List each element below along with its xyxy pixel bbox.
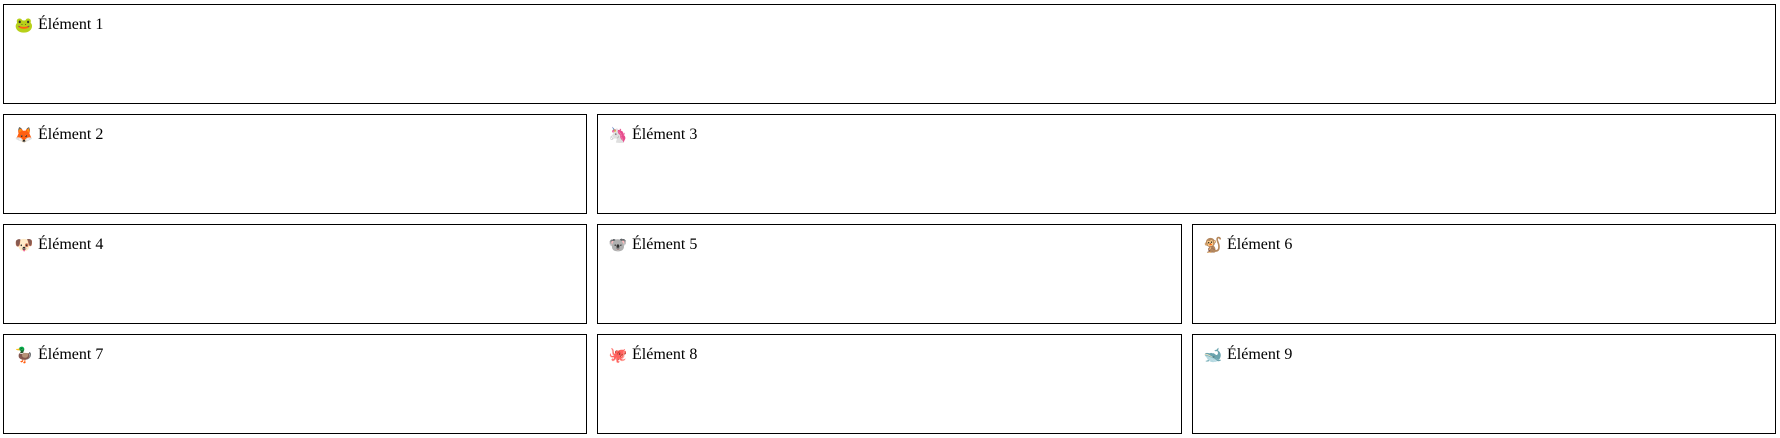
element-card-header: 🦆 Élément 7 — [14, 345, 104, 365]
unicorn-icon: 🦄 — [608, 126, 628, 144]
element-card-8: 🐙 Élément 8 — [597, 334, 1182, 434]
element-label: Élément 4 — [38, 236, 104, 253]
element-card-header: 🦊 Élément 2 — [14, 125, 104, 145]
duck-icon: 🦆 — [14, 346, 34, 364]
element-card-1: 🐸 Élément 1 — [3, 4, 1776, 104]
element-card-7: 🦆 Élément 7 — [3, 334, 587, 434]
dog-icon: 🐶 — [14, 236, 34, 254]
element-card-2: 🦊 Élément 2 — [3, 114, 587, 214]
element-label: Élément 2 — [38, 126, 104, 143]
element-label: Élément 7 — [38, 346, 104, 363]
element-card-3: 🦄 Élément 3 — [597, 114, 1776, 214]
monkey-icon: 🐒 — [1203, 236, 1223, 254]
element-card-header: 🦄 Élément 3 — [608, 125, 698, 145]
element-card-header: 🐸 Élément 1 — [14, 15, 104, 35]
element-label: Élément 9 — [1227, 346, 1293, 363]
element-label: Élément 5 — [632, 236, 698, 253]
element-label: Élément 1 — [38, 16, 104, 33]
element-card-header: 🐨 Élément 5 — [608, 235, 698, 255]
element-label: Élément 8 — [632, 346, 698, 363]
element-card-5: 🐨 Élément 5 — [597, 224, 1182, 324]
koala-icon: 🐨 — [608, 236, 628, 254]
element-card-4: 🐶 Élément 4 — [3, 224, 587, 324]
fox-icon: 🦊 — [14, 126, 34, 144]
element-label: Élément 6 — [1227, 236, 1293, 253]
octopus-icon: 🐙 — [608, 346, 628, 364]
element-card-header: 🐙 Élément 8 — [608, 345, 698, 365]
element-card-header: 🐋 Élément 9 — [1203, 345, 1293, 365]
whale-icon: 🐋 — [1203, 346, 1223, 364]
element-card-header: 🐶 Élément 4 — [14, 235, 104, 255]
element-label: Élément 3 — [632, 126, 698, 143]
element-card-9: 🐋 Élément 9 — [1192, 334, 1776, 434]
element-card-6: 🐒 Élément 6 — [1192, 224, 1776, 324]
frog-icon: 🐸 — [14, 16, 34, 34]
element-card-header: 🐒 Élément 6 — [1203, 235, 1293, 255]
